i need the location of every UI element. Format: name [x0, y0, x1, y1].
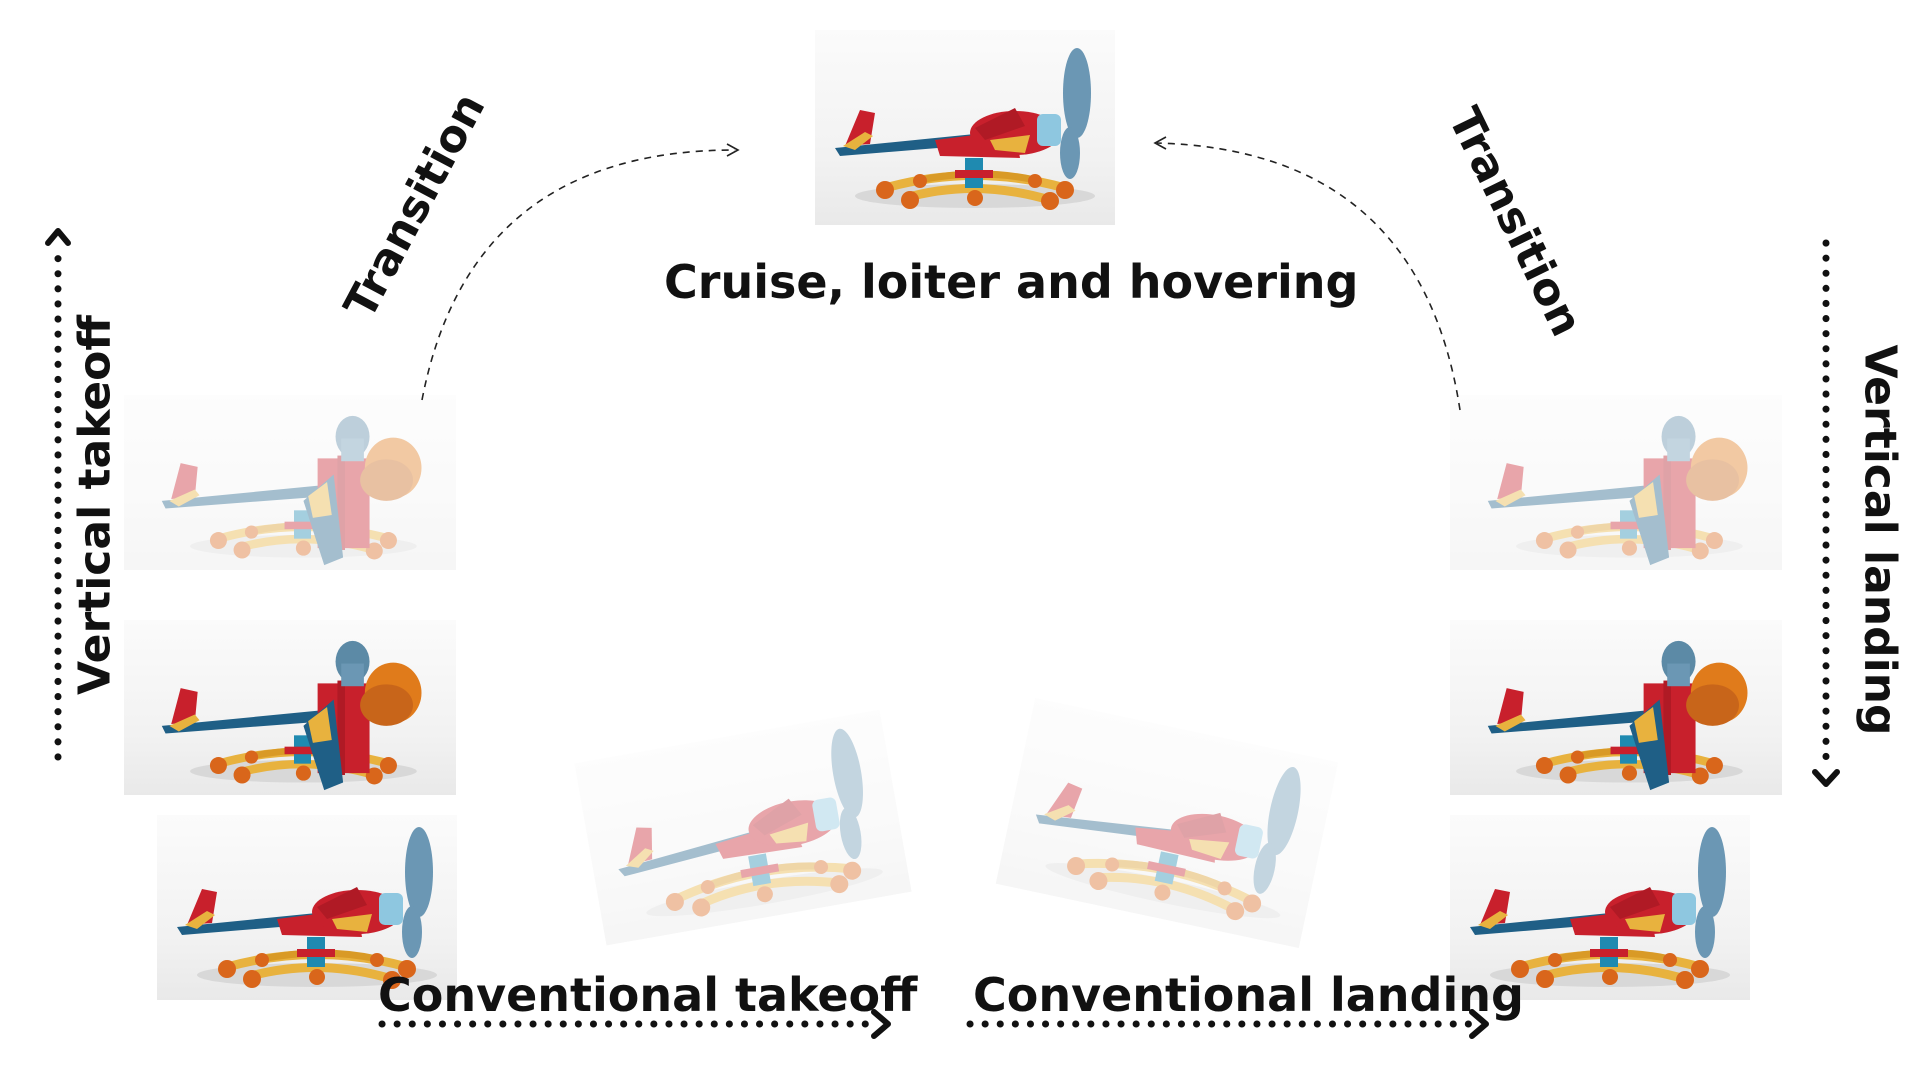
vertical-takeoff-label: Vertical takeoff	[69, 315, 121, 695]
cruise-aircraft-image	[815, 30, 1115, 225]
transition-right-label: Transition	[1437, 99, 1593, 345]
conventional-takeoff-climb-image	[574, 709, 912, 946]
vertical-takeoff-image-middle	[124, 620, 456, 795]
transition-left-label: Transition	[334, 85, 496, 327]
conventional-landing-descent-image	[995, 697, 1339, 949]
conventional-takeoff-start-image	[157, 815, 457, 1000]
cruise-loiter-hovering-label: Cruise, loiter and hovering	[664, 255, 1359, 309]
vertical-landing-label: Vertical landing	[1854, 344, 1906, 736]
conventional-landing-end-image	[1450, 815, 1750, 1000]
vertical-landing-image-top	[1450, 395, 1782, 570]
conventional-landing-label: Conventional landing	[973, 968, 1524, 1022]
vertical-takeoff-arrowhead	[45, 228, 71, 246]
transition-right-arrowhead	[1153, 136, 1167, 150]
vertical-takeoff-image-top	[124, 395, 456, 570]
vertical-landing-image-middle	[1450, 620, 1782, 795]
conventional-takeoff-label: Conventional takeoff	[378, 968, 918, 1022]
transition-left-arrowhead	[726, 143, 740, 157]
vertical-landing-arrowhead	[1812, 769, 1840, 787]
